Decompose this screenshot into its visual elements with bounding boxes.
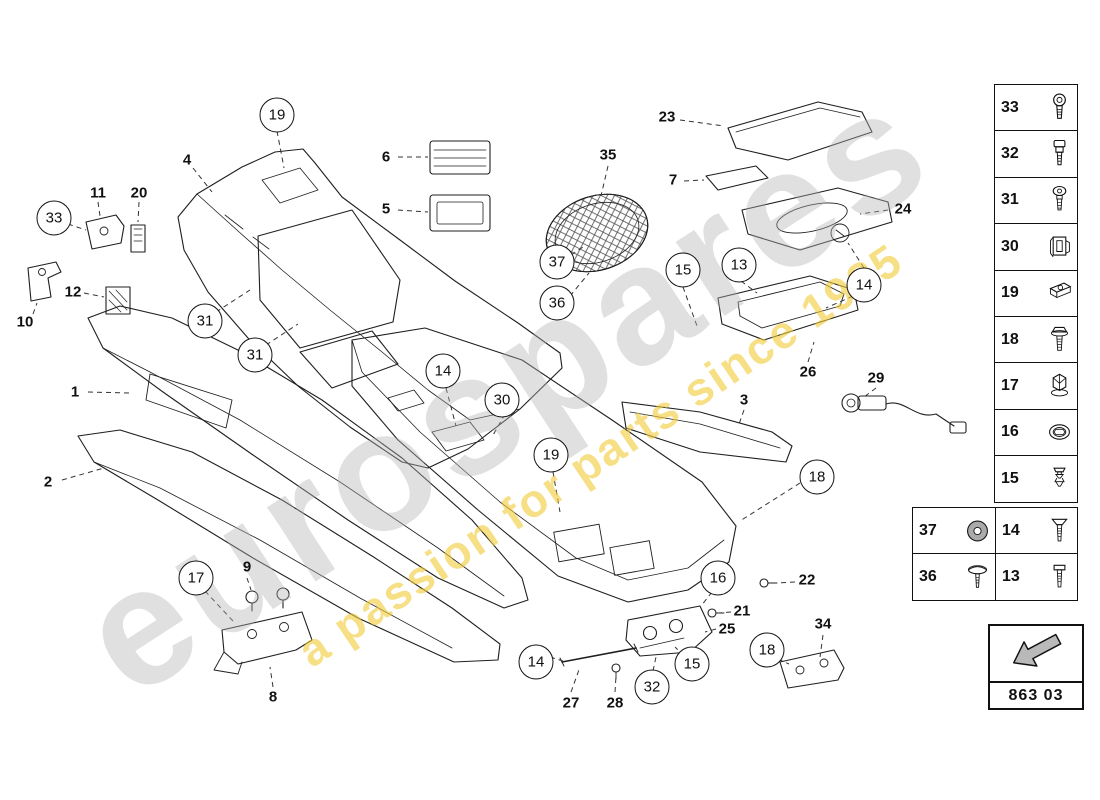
callout-15[interactable]: 15: [674, 646, 710, 682]
callout-23[interactable]: 23: [658, 108, 676, 126]
callout-37[interactable]: 37: [539, 244, 575, 280]
legend-item-17[interactable]: 17: [995, 363, 1077, 410]
callout-1[interactable]: 1: [70, 383, 80, 401]
callout-11[interactable]: 11: [90, 184, 106, 202]
callout-12[interactable]: 12: [64, 283, 82, 301]
callout-30[interactable]: 30: [484, 382, 520, 418]
callout-9[interactable]: 9: [242, 558, 252, 576]
callout-21[interactable]: 21: [733, 602, 751, 620]
callout-5[interactable]: 5: [381, 200, 391, 218]
legend-part-number: 36: [919, 568, 937, 586]
callout-31[interactable]: 31: [187, 303, 223, 339]
legend-part-number: 16: [1001, 423, 1019, 441]
legend-part-number: 31: [1001, 191, 1019, 209]
back-arrow-button[interactable]: [990, 626, 1082, 681]
washer-screw-icon: [964, 559, 991, 595]
callout-29[interactable]: 29: [867, 369, 885, 387]
legend-part-number: 18: [1001, 330, 1019, 348]
callout-2[interactable]: 2: [43, 473, 53, 491]
flange-screw-icon: [1046, 322, 1073, 358]
callout-25[interactable]: 25: [718, 620, 736, 638]
callout-28[interactable]: 28: [606, 694, 624, 712]
legend-part-number: 17: [1001, 377, 1019, 395]
speed-nut-clip-icon: [1046, 275, 1073, 311]
fastener-legend-grid: 37 14 36 13: [912, 507, 1078, 601]
callout-7[interactable]: 7: [668, 171, 678, 189]
callout-18[interactable]: 18: [799, 459, 835, 495]
legend-item-37[interactable]: 37: [913, 508, 995, 555]
callout-14[interactable]: 14: [518, 644, 554, 680]
back-arrow-icon: [1003, 630, 1069, 677]
diagram-nav-box: 863 03: [988, 624, 1084, 710]
legend-item-30[interactable]: 30: [995, 224, 1077, 271]
callout-32[interactable]: 32: [634, 669, 670, 705]
callout-15[interactable]: 15: [665, 252, 701, 288]
legend-part-number: 19: [1001, 284, 1019, 302]
callout-4[interactable]: 4: [182, 151, 192, 169]
callout-35[interactable]: 35: [599, 146, 617, 164]
callout-36[interactable]: 36: [539, 285, 575, 321]
callout-3[interactable]: 3: [739, 391, 749, 409]
legend-item-33[interactable]: 33: [995, 85, 1077, 132]
legend-part-number: 13: [1002, 568, 1020, 586]
legend-item-19[interactable]: 19: [995, 270, 1077, 317]
legend-item-18[interactable]: 18: [995, 316, 1077, 364]
callout-14[interactable]: 14: [425, 353, 461, 389]
callout-14[interactable]: 14: [846, 267, 882, 303]
pan-head-screw-icon: [1046, 559, 1073, 595]
legend-part-number: 33: [1001, 98, 1019, 116]
callout-18[interactable]: 18: [749, 632, 785, 668]
torx-screw-icon: [1046, 90, 1073, 126]
spring-clip-icon: [1046, 229, 1073, 265]
grommet-icon: [964, 513, 991, 549]
callout-26[interactable]: 26: [799, 363, 817, 381]
callout-31[interactable]: 31: [237, 337, 273, 373]
callout-27[interactable]: 27: [562, 694, 580, 712]
legend-part-number: 14: [1002, 521, 1020, 539]
legend-part-number: 37: [919, 521, 937, 539]
callout-19[interactable]: 19: [259, 97, 295, 133]
callout-22[interactable]: 22: [798, 571, 816, 589]
legend-part-number: 15: [1001, 469, 1019, 487]
countersunk-screw-icon: [1046, 513, 1073, 549]
callout-13[interactable]: 13: [721, 247, 757, 283]
flange-nut-icon: [1046, 368, 1073, 404]
shoulder-bolt-icon: [1046, 136, 1073, 172]
callout-33[interactable]: 33: [36, 200, 72, 236]
callout-24[interactable]: 24: [894, 200, 912, 218]
callout-20[interactable]: 20: [130, 184, 148, 202]
legend-part-number: 32: [1001, 145, 1019, 163]
legend-item-31[interactable]: 31: [995, 177, 1077, 225]
torx-bolt-icon: [1046, 182, 1073, 218]
callout-17[interactable]: 17: [178, 560, 214, 596]
legend-item-32[interactable]: 32: [995, 131, 1077, 178]
legend-part-number: 30: [1001, 237, 1019, 255]
leader-lines: [32, 119, 889, 693]
legend-item-13[interactable]: 13: [995, 554, 1077, 601]
cap-nut-icon: [1046, 414, 1073, 450]
push-rivet-icon: [1046, 461, 1073, 497]
legend-item-36[interactable]: 36: [913, 554, 995, 601]
callout-34[interactable]: 34: [814, 615, 832, 633]
legend-item-14[interactable]: 14: [995, 508, 1077, 555]
legend-item-15[interactable]: 15: [995, 456, 1077, 503]
fastener-legend-column: 33 32 31 30 19 18 17 16 15: [994, 84, 1078, 503]
callout-16[interactable]: 16: [700, 560, 736, 596]
callout-19[interactable]: 19: [533, 437, 569, 473]
diagram-code: 863 03: [990, 681, 1082, 708]
callout-6[interactable]: 6: [381, 148, 391, 166]
legend-item-16[interactable]: 16: [995, 409, 1077, 457]
callout-8[interactable]: 8: [268, 688, 278, 706]
callout-10[interactable]: 10: [16, 313, 34, 331]
